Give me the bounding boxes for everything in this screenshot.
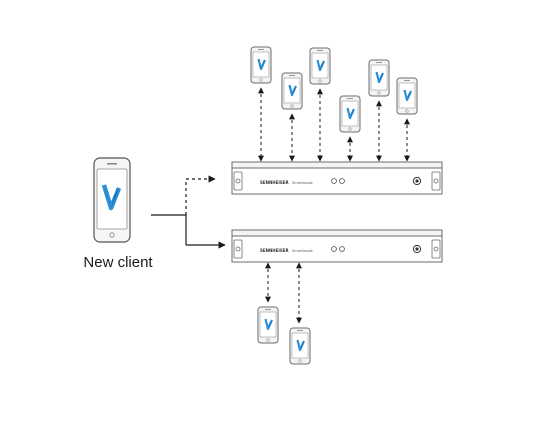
- rack-unit-icon: SENNHEISER SmartAssist: [231, 161, 443, 195]
- new-client-phone-icon: [93, 157, 131, 243]
- client-links: [151, 175, 226, 249]
- top-links: [258, 87, 410, 162]
- phone-icon: [367, 58, 391, 98]
- logo-v-icon: [101, 184, 122, 211]
- phone-icon: [308, 46, 332, 86]
- bottom-links: [265, 262, 302, 324]
- rack-unit-icon: SENNHEISER SmartAssist: [231, 229, 443, 263]
- phone-icon: [249, 45, 273, 85]
- phone-icon: [256, 305, 280, 345]
- device-brand: SENNHEISER: [260, 248, 289, 253]
- new-client-label: New client: [83, 254, 153, 271]
- phone-icon: [338, 94, 362, 134]
- phone-icon: [395, 76, 419, 116]
- phone-icon: [280, 71, 304, 111]
- phone-icon: [288, 326, 312, 366]
- device-model: SmartAssist: [292, 181, 313, 185]
- device-model: SmartAssist: [292, 249, 313, 253]
- device-brand: SENNHEISER: [260, 180, 289, 185]
